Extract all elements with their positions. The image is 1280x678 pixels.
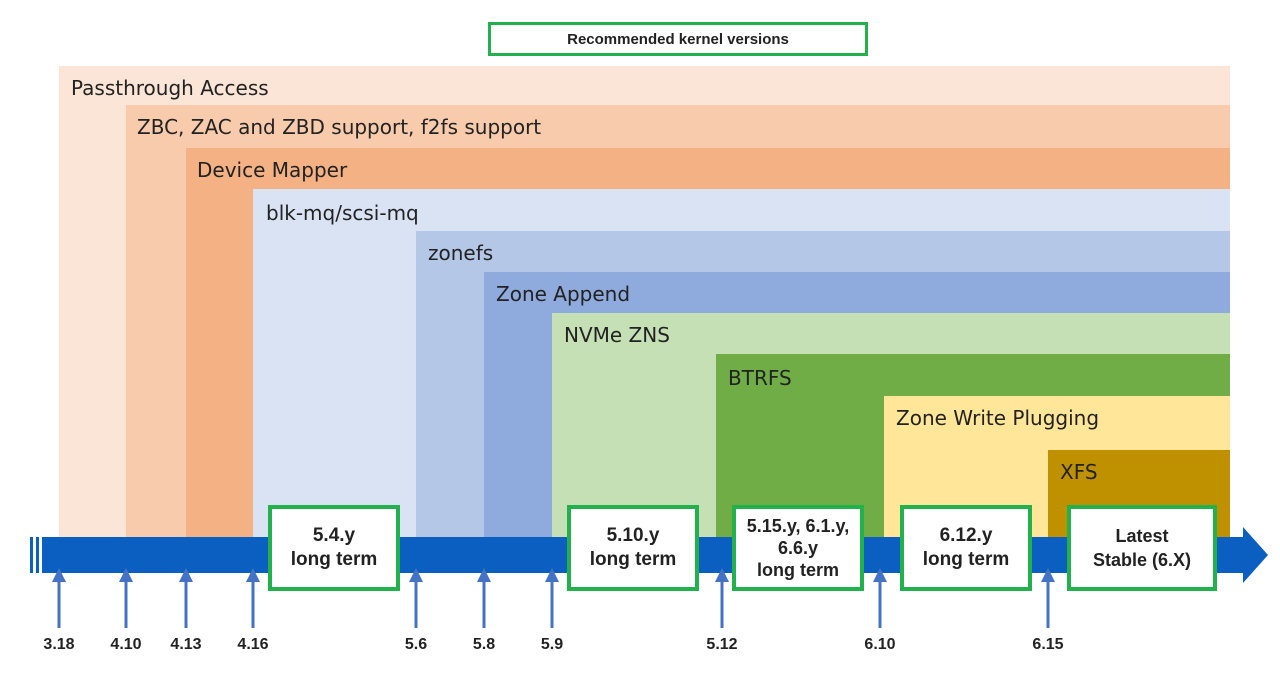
feature-label: Zone Append [496,282,631,306]
timeline-start-stripe [36,537,39,573]
feature-label: NVMe ZNS [564,323,670,347]
version-arrow-5-9 [545,568,559,628]
feature-label: BTRFS [728,366,792,390]
version-arrow-5-8 [477,568,491,628]
version-label-6-10: 6.10 [864,636,896,653]
feature-label: Device Mapper [197,158,348,182]
version-label-3-18: 3.18 [43,636,75,653]
feature-label: ZBC, ZAC and ZBD support, f2fs support [137,115,542,139]
version-label-4-13: 4.13 [170,636,202,653]
legend-recommended-kernel-versions: Recommended kernel versions [488,22,868,56]
version-arrows [52,568,1055,628]
feature-label: blk-mq/scsi-mq [266,201,419,225]
timeline-start-stripe [30,537,33,573]
version-arrow-3-18 [52,568,66,628]
recommended-box-5-10: 5.10.y long term [567,505,699,591]
recommended-box-5-15-6-1-6-6: 5.15.y, 6.1.y, 6.6.y long term [732,505,864,591]
version-arrow-6-10 [873,568,887,628]
recommended-box-6-12: 6.12.y long term [900,505,1032,591]
version-label-5-6: 5.6 [404,636,428,653]
feature-label: Zone Write Plugging [896,406,1100,430]
version-label-6-15: 6.15 [1032,636,1064,653]
feature-label: Passthrough Access [71,76,269,100]
recommended-box-latest-stable: Latest Stable (6.X) [1067,505,1217,591]
version-label-4-16: 4.16 [237,636,269,653]
feature-label: XFS [1060,460,1098,484]
legend-label: Recommended kernel versions [567,30,789,48]
version-arrow-5-12 [715,568,729,628]
version-label-5-8: 5.8 [472,636,496,653]
version-arrow-6-15 [1041,568,1055,628]
version-label-5-12: 5.12 [706,636,738,653]
recommended-box-5-4: 5.4.y long term [268,505,400,591]
feature-label: zonefs [428,241,494,265]
version-arrow-5-6 [409,568,423,628]
version-arrow-4-13 [179,568,193,628]
version-arrow-4-10 [119,568,133,628]
version-arrow-4-16 [246,568,260,628]
version-label-4-10: 4.10 [110,636,142,653]
version-label-5-9: 5.9 [540,636,564,653]
